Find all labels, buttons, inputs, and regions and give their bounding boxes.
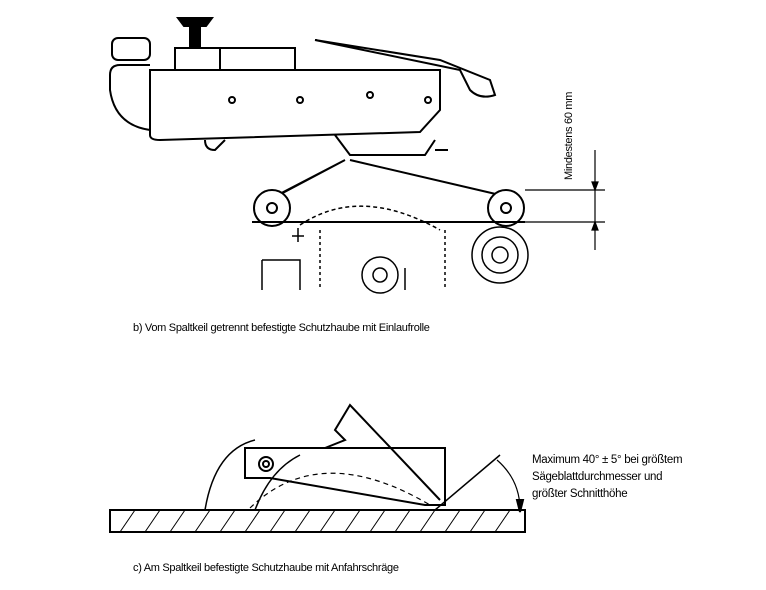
guard-hood — [109, 17, 497, 152]
saw-blade — [261, 205, 529, 294]
annotation-line: größter Schnitthöhe — [532, 488, 628, 500]
workpiece-hatching — [119, 509, 511, 533]
figure-c-drawing — [109, 403, 526, 533]
figure-b-caption: b) Vom Spaltkeil getrennt befestigte Sch… — [133, 322, 430, 334]
minimum-distance-label: Mindestens 60 mm — [563, 91, 575, 180]
figure-c-caption: c) Am Spaltkeil befestigte Schutzhaube m… — [133, 562, 399, 574]
dimension-line — [525, 150, 605, 250]
annotation-line: Maximum 40° ± 5° bei größtem — [532, 454, 683, 466]
angle-annotation: Maximum 40° ± 5° bei größtem Sägeblattdu… — [532, 452, 683, 503]
roller-linkage — [252, 134, 525, 227]
annotation-line: Sägeblattdurchmesser und — [532, 471, 663, 483]
